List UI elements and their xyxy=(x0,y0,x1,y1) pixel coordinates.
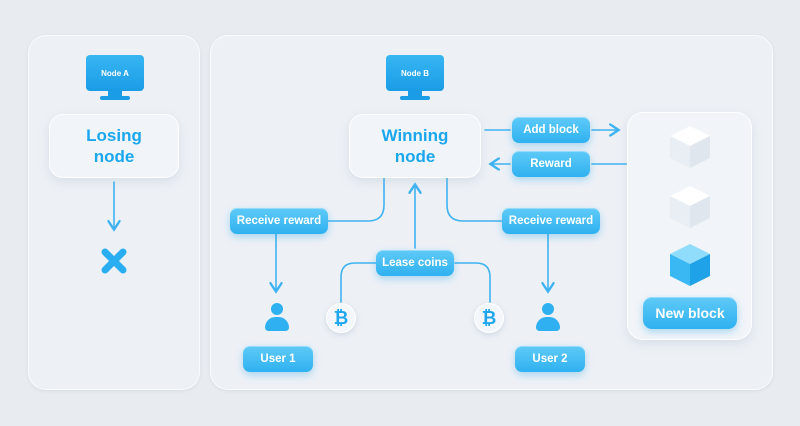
user1-avatar-icon xyxy=(262,303,292,333)
user2-label: User 2 xyxy=(515,346,585,372)
user2-avatar-icon xyxy=(533,303,563,333)
losing-node-title: Losing node xyxy=(86,126,142,166)
block-cube-icon xyxy=(670,186,710,228)
winning-node-title: Winning node xyxy=(381,126,449,166)
node-a-monitor-label: Node A xyxy=(86,55,144,91)
x-icon xyxy=(101,248,127,274)
line-lease-left xyxy=(340,262,377,303)
node-b-monitor-label: Node B xyxy=(386,55,444,91)
block-cube-icon xyxy=(670,126,710,168)
add-block-label: Add block xyxy=(512,117,590,143)
bitcoin-icon: ₿ xyxy=(326,303,356,333)
node-b-monitor-icon: Node B xyxy=(386,55,444,101)
node-a-monitor-icon: Node A xyxy=(86,55,144,101)
new-block-cube-icon xyxy=(670,244,710,286)
losing-node-card: Losing node xyxy=(49,114,179,178)
line-lease-right xyxy=(454,262,491,303)
receive-reward-left: Receive reward xyxy=(230,208,328,234)
new-block-label: New block xyxy=(643,297,737,329)
user1-label: User 1 xyxy=(243,346,313,372)
lease-coins-label: Lease coins xyxy=(376,250,454,276)
reward-label: Reward xyxy=(512,151,590,177)
line-receive-right xyxy=(446,177,503,222)
bitcoin-icon: ₿ xyxy=(474,303,504,333)
receive-reward-right: Receive reward xyxy=(502,208,600,234)
line-receive-left xyxy=(321,177,385,222)
winning-node-card: Winning node xyxy=(349,114,481,178)
